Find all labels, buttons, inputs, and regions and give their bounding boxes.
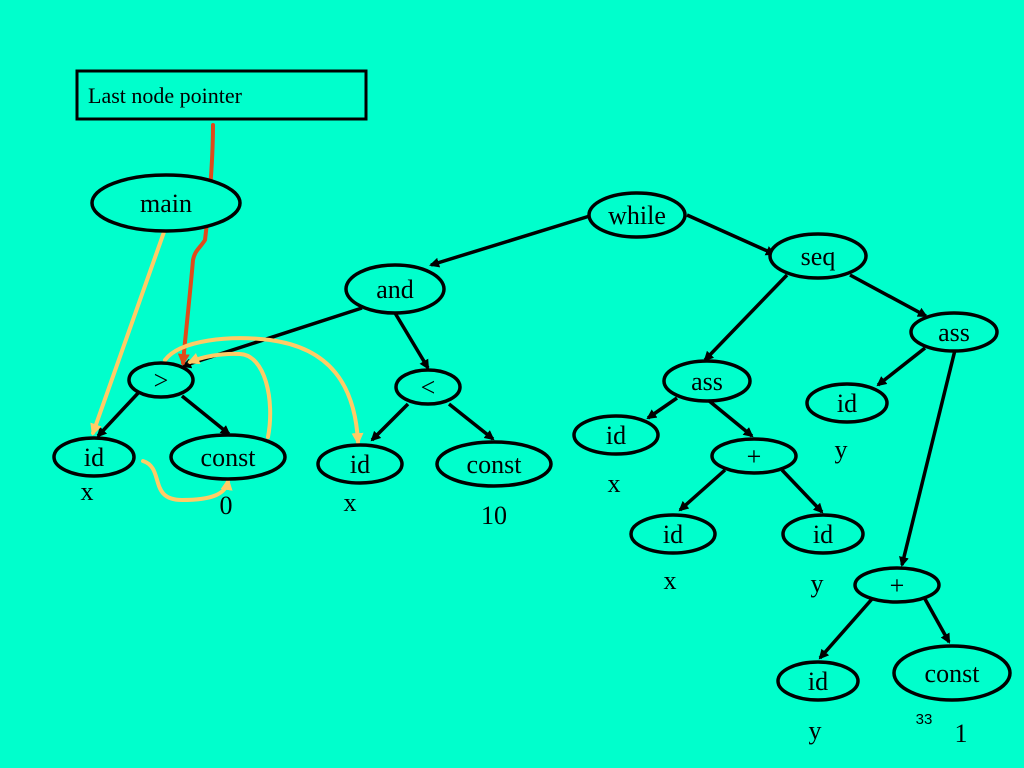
node-id-x4-label: id	[663, 520, 683, 549]
edge-ass-id-y	[876, 346, 927, 387]
node-main-label: main	[140, 189, 192, 218]
node-const-10: const	[435, 440, 553, 488]
edge-ass-plus2	[899, 349, 957, 567]
node-while: while	[587, 191, 687, 239]
main-to-id-arrow	[90, 230, 166, 436]
node-plus2-label: +	[890, 571, 905, 600]
node-id-x1: id	[52, 436, 136, 478]
node-lt-label: <	[421, 373, 436, 402]
node-ass-right-label: ass	[938, 318, 970, 347]
node-gt: >	[127, 361, 195, 399]
node-id-x2-label: id	[350, 450, 370, 479]
node-gt-label: >	[154, 366, 169, 395]
slide-number: 33	[916, 711, 933, 728]
value-ten: 10	[481, 501, 507, 530]
last-node-pointer-box: Last node pointer	[75, 69, 368, 121]
value-x3: x	[608, 469, 621, 498]
edge-while-and	[429, 213, 594, 268]
node-ass-left: ass	[662, 359, 752, 403]
node-while-label: while	[608, 201, 666, 230]
edge-plus-id-y	[780, 468, 824, 514]
node-plus2: +	[853, 566, 941, 604]
node-id-x2: id	[316, 443, 404, 485]
edge-ass-plus	[706, 398, 754, 438]
node-id-y3: id	[776, 660, 860, 702]
node-seq-label: seq	[801, 242, 836, 271]
edge-gt-const	[180, 394, 231, 436]
node-id-y1: id	[781, 513, 865, 555]
pointer-box-label: Last node pointer	[88, 83, 243, 108]
edge-while-seq	[686, 213, 776, 256]
value-y2: y	[835, 435, 848, 464]
value-x2: x	[344, 488, 357, 517]
edge-ass-id-x	[646, 396, 678, 420]
edge-seq-ass-right	[849, 273, 928, 318]
node-const-10-label: const	[467, 450, 523, 479]
node-ass-right: ass	[909, 311, 999, 353]
node-and-label: and	[376, 275, 414, 304]
node-seq: seq	[768, 232, 868, 280]
const-to-gt-arrow	[187, 351, 273, 439]
node-id-x1-label: id	[84, 443, 104, 472]
edge-seq-ass-left	[703, 273, 789, 362]
value-y3: y	[809, 716, 822, 745]
node-main: main	[90, 173, 242, 233]
node-id-x3: id	[572, 414, 660, 456]
value-one: 1	[955, 719, 968, 748]
node-id-y2: id	[805, 382, 889, 424]
edge-lt-id	[370, 402, 410, 442]
value-x4: x	[664, 566, 677, 595]
node-const-1-label: const	[925, 659, 981, 688]
node-plus1-label: +	[747, 442, 762, 471]
id-to-const-arrow	[141, 459, 233, 502]
node-ass-left-label: ass	[691, 367, 723, 396]
node-const-0-label: const	[201, 443, 257, 472]
node-plus1: +	[710, 437, 798, 475]
node-id-x4: id	[629, 513, 717, 555]
edge-and-lt	[393, 312, 430, 370]
value-y1: y	[811, 569, 824, 598]
node-const-0: const	[169, 433, 287, 481]
gt-to-id-arrow	[163, 336, 364, 445]
edge-plus-id-x	[678, 468, 727, 512]
node-const-1: const	[892, 644, 1012, 702]
edge-plus2-id-y	[818, 597, 874, 660]
value-zero: 0	[220, 491, 233, 520]
node-id-x3-label: id	[606, 421, 626, 450]
node-id-y1-label: id	[813, 520, 833, 549]
value-x1: x	[81, 477, 94, 506]
edge-plus2-const	[923, 598, 951, 644]
edge-gt-id	[96, 389, 142, 438]
node-and: and	[344, 263, 446, 315]
node-id-y3-label: id	[808, 667, 828, 696]
node-id-y2-label: id	[837, 389, 857, 418]
node-lt: <	[394, 368, 462, 406]
edge-lt-const	[447, 402, 495, 441]
